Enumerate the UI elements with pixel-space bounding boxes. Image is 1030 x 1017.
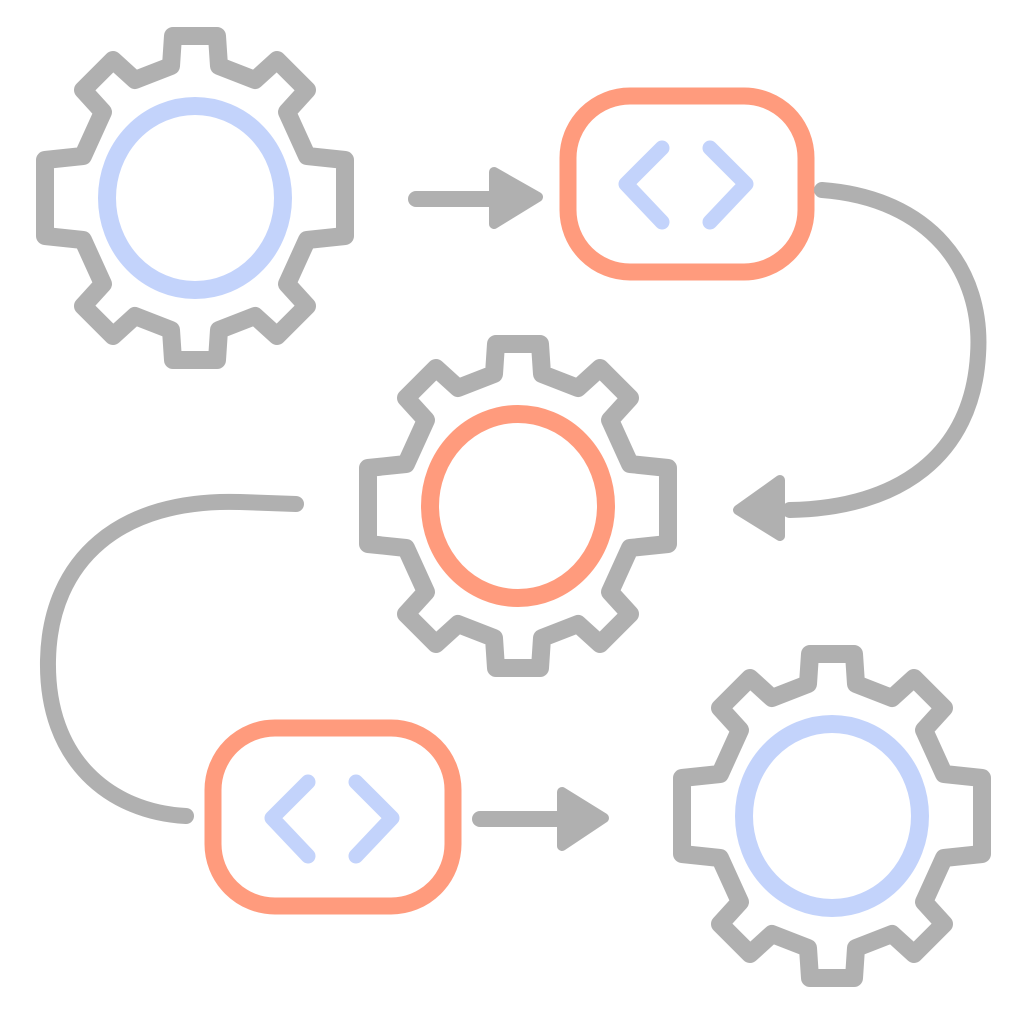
gear-node-1	[45, 36, 345, 360]
arrow-1-head	[489, 167, 543, 229]
gear-icon	[682, 654, 982, 978]
gear-node-2	[368, 344, 668, 668]
connector-3-curve	[39, 493, 304, 824]
code-brackets-icon	[264, 774, 400, 864]
right-bracket	[348, 774, 400, 864]
gear-hub-3	[735, 715, 929, 917]
gear-node-3	[682, 654, 982, 978]
left-bracket	[264, 774, 316, 864]
arrow-2-head	[733, 475, 785, 541]
gear-hub-2	[421, 405, 615, 607]
arrow-4-head	[557, 787, 609, 851]
code-block-node-1	[559, 87, 815, 281]
arrow-2-curve	[782, 182, 987, 518]
gear-icon	[45, 36, 345, 360]
connector-3	[39, 493, 304, 824]
gear-hub-1	[98, 97, 292, 299]
right-bracket	[702, 140, 754, 230]
arrow-1	[408, 167, 543, 229]
arrow-2	[733, 182, 987, 541]
code-brackets-icon	[618, 140, 754, 230]
code-block-frame-2	[204, 719, 462, 915]
arrow-4	[472, 787, 609, 851]
gear-icon	[368, 344, 668, 668]
code-block-node-2	[204, 719, 462, 915]
left-bracket	[618, 140, 670, 230]
code-block-frame-1	[559, 87, 815, 281]
